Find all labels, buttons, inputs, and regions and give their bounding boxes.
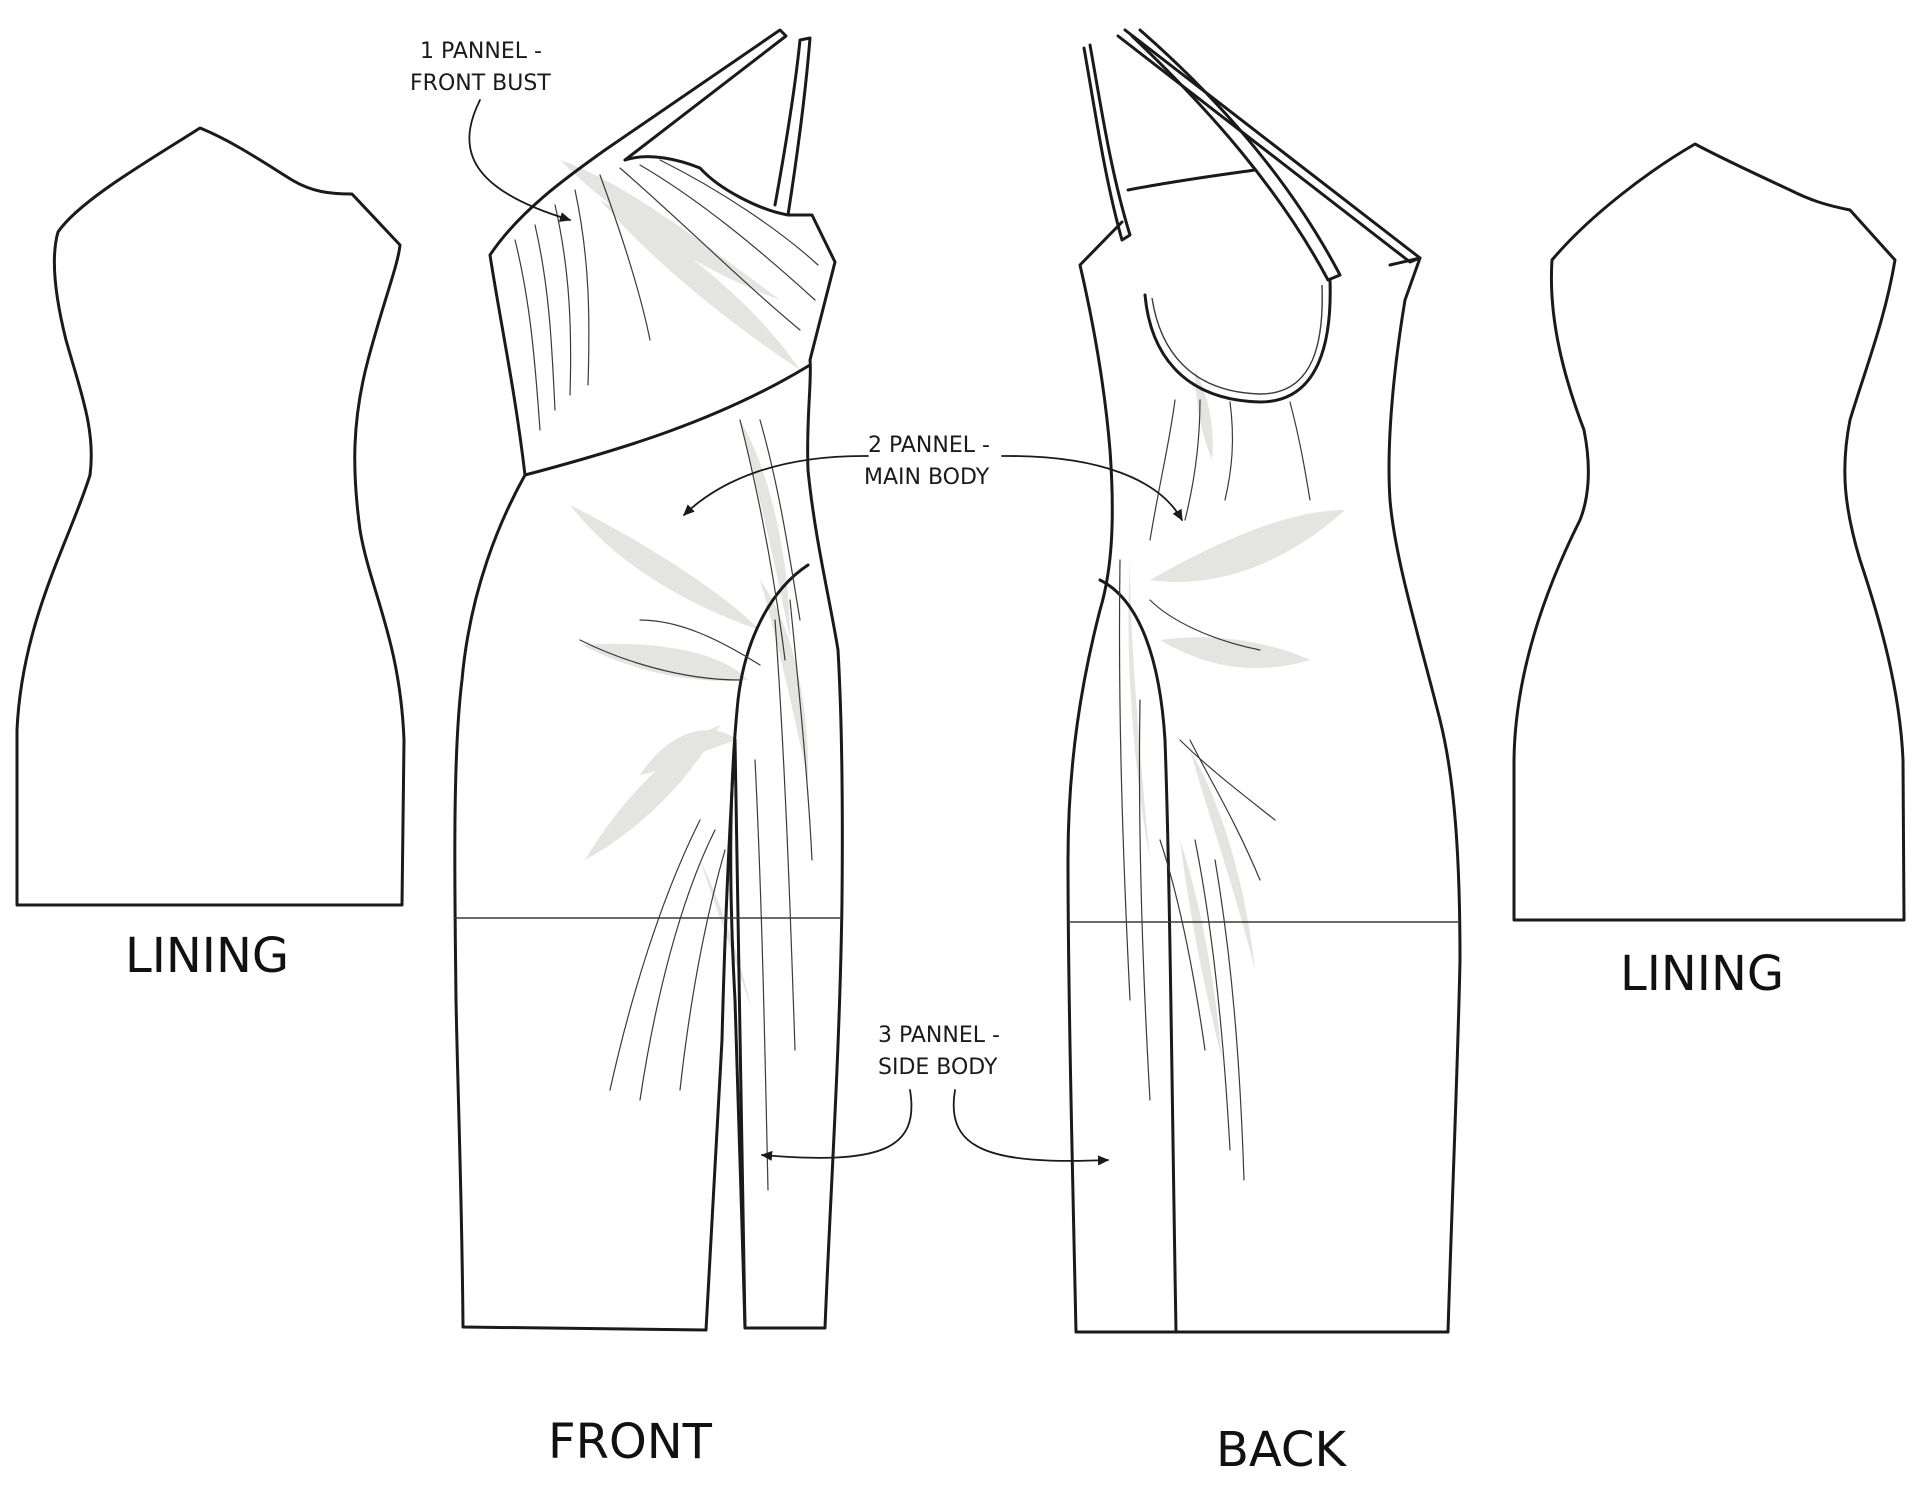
back-dress <box>1066 28 1462 1334</box>
callout-panel2-line2: MAIN BODY <box>864 465 990 490</box>
front-dress <box>453 28 844 1332</box>
callout-leaders <box>468 99 1183 1166</box>
front-label: FRONT <box>548 1414 713 1470</box>
back-label: BACK <box>1216 1422 1347 1478</box>
lining-right-garment <box>1512 142 1906 922</box>
callout-panel2-line1: 2 PANNEL - <box>868 433 990 458</box>
callout-panel1-line1: 1 PANNEL - <box>420 39 542 64</box>
callout-panel3-line1: 3 PANNEL - <box>878 1023 1000 1048</box>
lining-left-garment <box>15 126 406 907</box>
callout-panel3-line2: SIDE BODY <box>878 1055 998 1080</box>
lining-left-label: LINING <box>125 928 289 984</box>
lining-right-label: LINING <box>1620 946 1784 1002</box>
callout-panel1-line2: FRONT BUST <box>410 71 551 96</box>
